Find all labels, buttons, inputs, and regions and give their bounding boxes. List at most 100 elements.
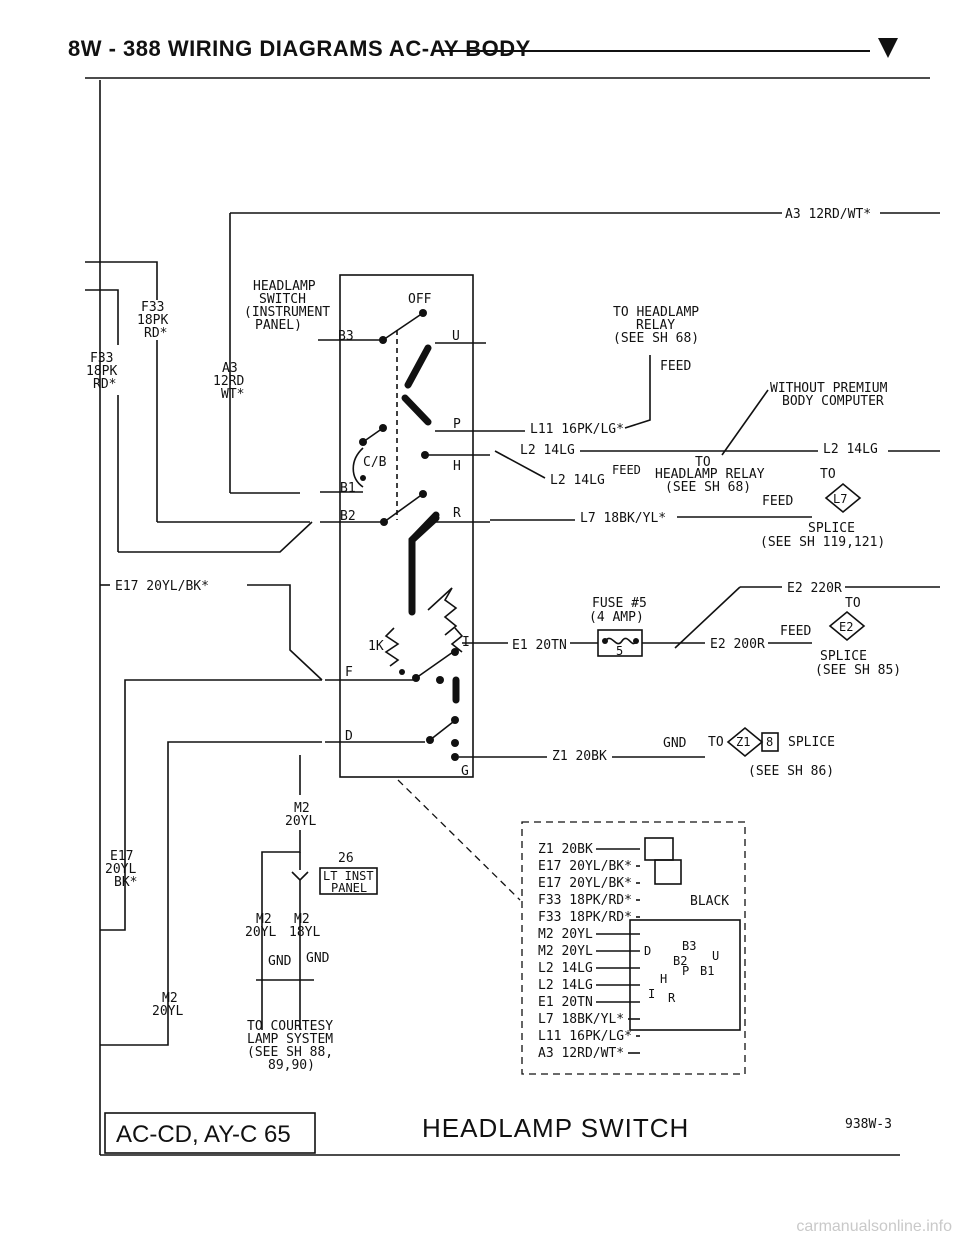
headlamp-switch-box bbox=[339, 274, 474, 778]
label-f33-b1: F33 bbox=[90, 351, 113, 366]
label-m2-a-1: M2 bbox=[294, 801, 310, 816]
switch-label-1: HEADLAMP bbox=[253, 279, 316, 294]
label-to-headlamp-relay-3: (SEE SH 68) bbox=[613, 331, 699, 346]
label-l11: L11 16PK/LG* bbox=[530, 422, 624, 437]
label-feed-l7: FEED bbox=[762, 494, 793, 509]
switch-contact-1 bbox=[404, 344, 432, 389]
label-e17-left-1: E17 bbox=[110, 849, 133, 864]
label-to-relay-1: TO bbox=[695, 455, 711, 470]
conn-r: R bbox=[668, 991, 676, 1005]
label-l2-a: L2 14LG bbox=[520, 443, 575, 458]
label-to-e2: TO bbox=[845, 596, 861, 611]
conn-u: U bbox=[712, 949, 719, 963]
label-26: 26 bbox=[338, 851, 354, 866]
term-g: G bbox=[461, 764, 469, 779]
switch-label-2: SWITCH bbox=[259, 292, 306, 307]
label-z1: Z1 20BK bbox=[552, 749, 607, 764]
connector-wire-label: L7 18BK/YL* bbox=[538, 1012, 624, 1027]
label-m2-b-2: 20YL bbox=[245, 925, 276, 940]
connector-wire-label: M2 20YL bbox=[538, 944, 593, 959]
label-splice-z1: SPLICE bbox=[788, 735, 835, 750]
label-to-headlamp-relay-1: TO HEADLAMP bbox=[613, 305, 699, 320]
label-feed-e2: FEED bbox=[780, 624, 811, 639]
connector-wire-label: F33 18PK/RD* bbox=[538, 893, 632, 908]
label-courtesy-4: 89,90) bbox=[268, 1058, 315, 1073]
term-f: F bbox=[345, 665, 353, 680]
label-m2-d-2: 20YL bbox=[152, 1004, 183, 1019]
label-a3-left1: A3 bbox=[222, 361, 238, 376]
label-to-headlamp-relay-2: RELAY bbox=[636, 318, 675, 333]
term-u: U bbox=[452, 329, 460, 344]
label-m2-c-1: M2 bbox=[294, 912, 310, 927]
label-courtesy-2: LAMP SYSTEM bbox=[247, 1032, 333, 1047]
label-l7: L7 18BK/YL* bbox=[580, 511, 666, 526]
term-p: P bbox=[453, 417, 461, 432]
term-r: R bbox=[453, 506, 461, 521]
conn-b2: B2 bbox=[673, 954, 687, 968]
label-e17-top: E17 20YL/BK* bbox=[115, 579, 209, 594]
splice-e2-diamond bbox=[828, 610, 866, 642]
conn-b3: B3 bbox=[682, 939, 696, 953]
label-m2-b-1: M2 bbox=[256, 912, 272, 927]
label-splice-l7-1: SPLICE bbox=[808, 521, 855, 536]
conn-h: H bbox=[660, 972, 667, 986]
label-courtesy-1: TO COURTESY bbox=[247, 1019, 333, 1034]
term-b3: B3 bbox=[338, 329, 354, 344]
switch-label-4: PANEL) bbox=[255, 318, 302, 333]
connector-wire-label: A3 12RD/WT* bbox=[538, 1046, 624, 1061]
connector-wire-label: M2 20YL bbox=[538, 927, 593, 942]
label-black: BLACK bbox=[690, 894, 729, 909]
label-fuse-1: FUSE #5 bbox=[592, 596, 647, 611]
label-without-premium-1: WITHOUT PREMIUM bbox=[770, 381, 888, 396]
header-triangle-icon bbox=[878, 38, 898, 58]
label-f33-a2: 18PK bbox=[137, 313, 168, 328]
label-e2-diamond: E2 bbox=[839, 620, 853, 634]
connector-wire-label: F33 18PK/RD* bbox=[538, 910, 632, 925]
label-e2-200r: E2 200R bbox=[710, 637, 765, 652]
label-l7-diamond: L7 bbox=[833, 492, 847, 506]
label-splice-e2-1: SPLICE bbox=[820, 649, 867, 664]
footer-code-box bbox=[104, 1112, 316, 1154]
label-courtesy-3: (SEE SH 88, bbox=[247, 1045, 333, 1060]
label-splice-l7-2: (SEE SH 119,121) bbox=[760, 535, 885, 550]
connector-wire-label: E17 20YL/BK* bbox=[538, 876, 632, 891]
footer-code: AC-CD, AY-C 65 bbox=[116, 1121, 291, 1148]
label-to-z1: TO bbox=[708, 735, 724, 750]
term-h: H bbox=[453, 459, 461, 474]
conn-d: D bbox=[644, 944, 651, 958]
term-b1: B1 bbox=[340, 481, 356, 496]
label-e1: E1 20TN bbox=[512, 638, 567, 653]
label-m2-a-2: 20YL bbox=[285, 814, 316, 829]
label-lt-inst-2: PANEL bbox=[331, 881, 367, 895]
label-f33-b2: 18PK bbox=[86, 364, 117, 379]
label-feed: FEED bbox=[660, 359, 691, 374]
label-gnd: GND bbox=[663, 736, 687, 751]
page-title: 8W - 388 WIRING DIAGRAMS AC-AY BODY bbox=[68, 36, 531, 61]
label-feed-2: FEED bbox=[612, 463, 641, 477]
label-to-relay-2: HEADLAMP RELAY bbox=[655, 467, 765, 482]
watermark-text: carmanualsonline.info bbox=[796, 1218, 952, 1235]
label-e17-left-2: 20YL bbox=[105, 862, 136, 877]
term-b2: B2 bbox=[340, 509, 356, 524]
conn-b1: B1 bbox=[700, 964, 714, 978]
connector-wire-label: L11 16PK/LG* bbox=[538, 1029, 632, 1044]
connector-wire-label: Z1 20BK bbox=[538, 842, 593, 857]
page-header: 8W - 388 WIRING DIAGRAMS AC-AY BODY bbox=[30, 30, 930, 70]
splice-z1-box bbox=[761, 732, 779, 752]
label-fuse-2: (4 AMP) bbox=[589, 610, 644, 625]
label-to-l7: TO bbox=[820, 467, 836, 482]
lt-inst-panel-box bbox=[319, 867, 378, 895]
label-to-relay-3: (SEE SH 68) bbox=[665, 480, 751, 495]
label-m2-c-2: 18YL bbox=[289, 925, 320, 940]
term-d: D bbox=[345, 729, 353, 744]
label-e2-220r: E2 220R bbox=[787, 581, 842, 596]
label-m2-d-1: M2 bbox=[162, 991, 178, 1006]
label-splice-e2-2: (SEE SH 85) bbox=[815, 663, 901, 678]
label-l2-b: L2 14LG bbox=[550, 473, 605, 488]
connector-wire-label: L2 14LG bbox=[538, 961, 593, 976]
label-f33-a3: RD* bbox=[144, 326, 167, 341]
label-lt-inst-1: LT INST bbox=[323, 869, 374, 883]
label-fuse-num: 5 bbox=[616, 644, 623, 658]
